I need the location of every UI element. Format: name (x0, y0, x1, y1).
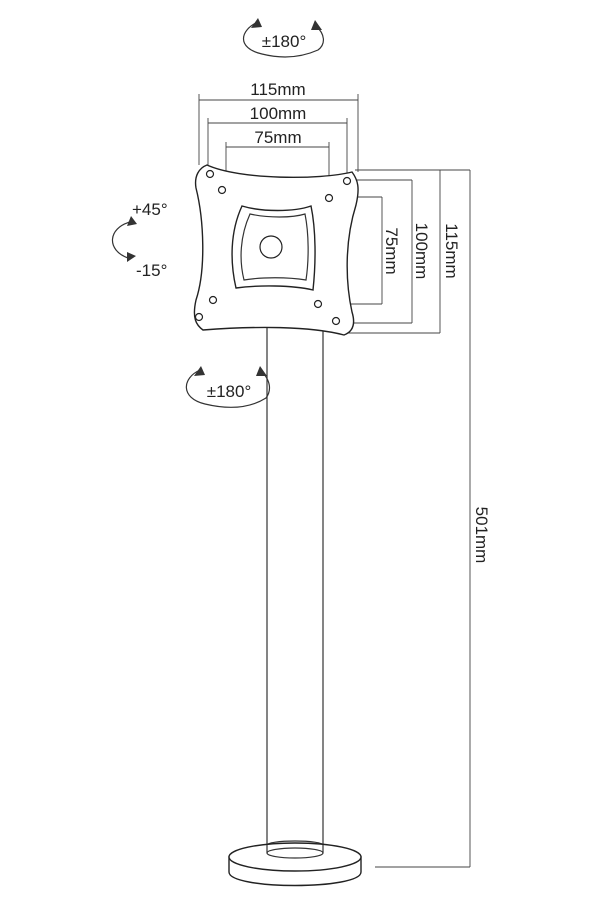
top-rotation-label: ±180° (262, 32, 307, 51)
tilt-arrow-up-icon (127, 216, 137, 226)
mid-rotation-arrow-right-icon (256, 366, 267, 376)
height-100-label: 100mm (412, 223, 431, 280)
mid-rotation-label: ±180° (207, 382, 252, 401)
hole-75-bottom-right (313, 299, 323, 309)
hole-75-bottom-left (208, 295, 218, 305)
tilt-indicator: +45° -15° (111, 200, 168, 280)
mid-rotation-indicator: ±180° (185, 366, 271, 408)
vesa-plate (193, 164, 359, 336)
width-75-label: 75mm (254, 128, 301, 147)
hole-100-top-right (324, 193, 334, 203)
height-115-label: 115mm (442, 223, 461, 278)
hole-115-top-left (205, 169, 215, 179)
hole-100-top-left (217, 185, 227, 195)
mid-rotation-arrow-left-icon (194, 366, 205, 376)
center-pivot-hole (259, 235, 283, 259)
pole (266, 318, 324, 850)
top-rotation-arrow-left-icon (251, 18, 262, 28)
tilt-down-label: -15° (136, 261, 167, 280)
height-dimensions: 75mm 100mm 115mm 501mm (325, 169, 491, 868)
width-100-label: 100mm (250, 104, 307, 123)
base-plate (228, 842, 362, 887)
hole-115-top-right (342, 176, 352, 186)
tilt-arrow-down-icon (127, 252, 136, 262)
tilt-arc (111, 221, 131, 259)
width-115-label: 115mm (250, 80, 305, 99)
hole-115-bottom-right (331, 316, 341, 326)
tilt-up-label: +45° (132, 200, 168, 219)
hole-115-bottom-left (194, 312, 204, 322)
top-rotation-arrow-right-icon (311, 20, 322, 30)
height-75-label: 75mm (382, 227, 401, 274)
height-501-label: 501mm (472, 507, 491, 564)
width-dimensions: 115mm 100mm 75mm (198, 80, 359, 197)
base-top (228, 842, 362, 872)
mid-rotation-arc (185, 369, 271, 408)
top-rotation-indicator: ±180° (243, 18, 324, 58)
top-rotation-arc (243, 21, 324, 58)
center-bracket-inner (240, 213, 309, 281)
